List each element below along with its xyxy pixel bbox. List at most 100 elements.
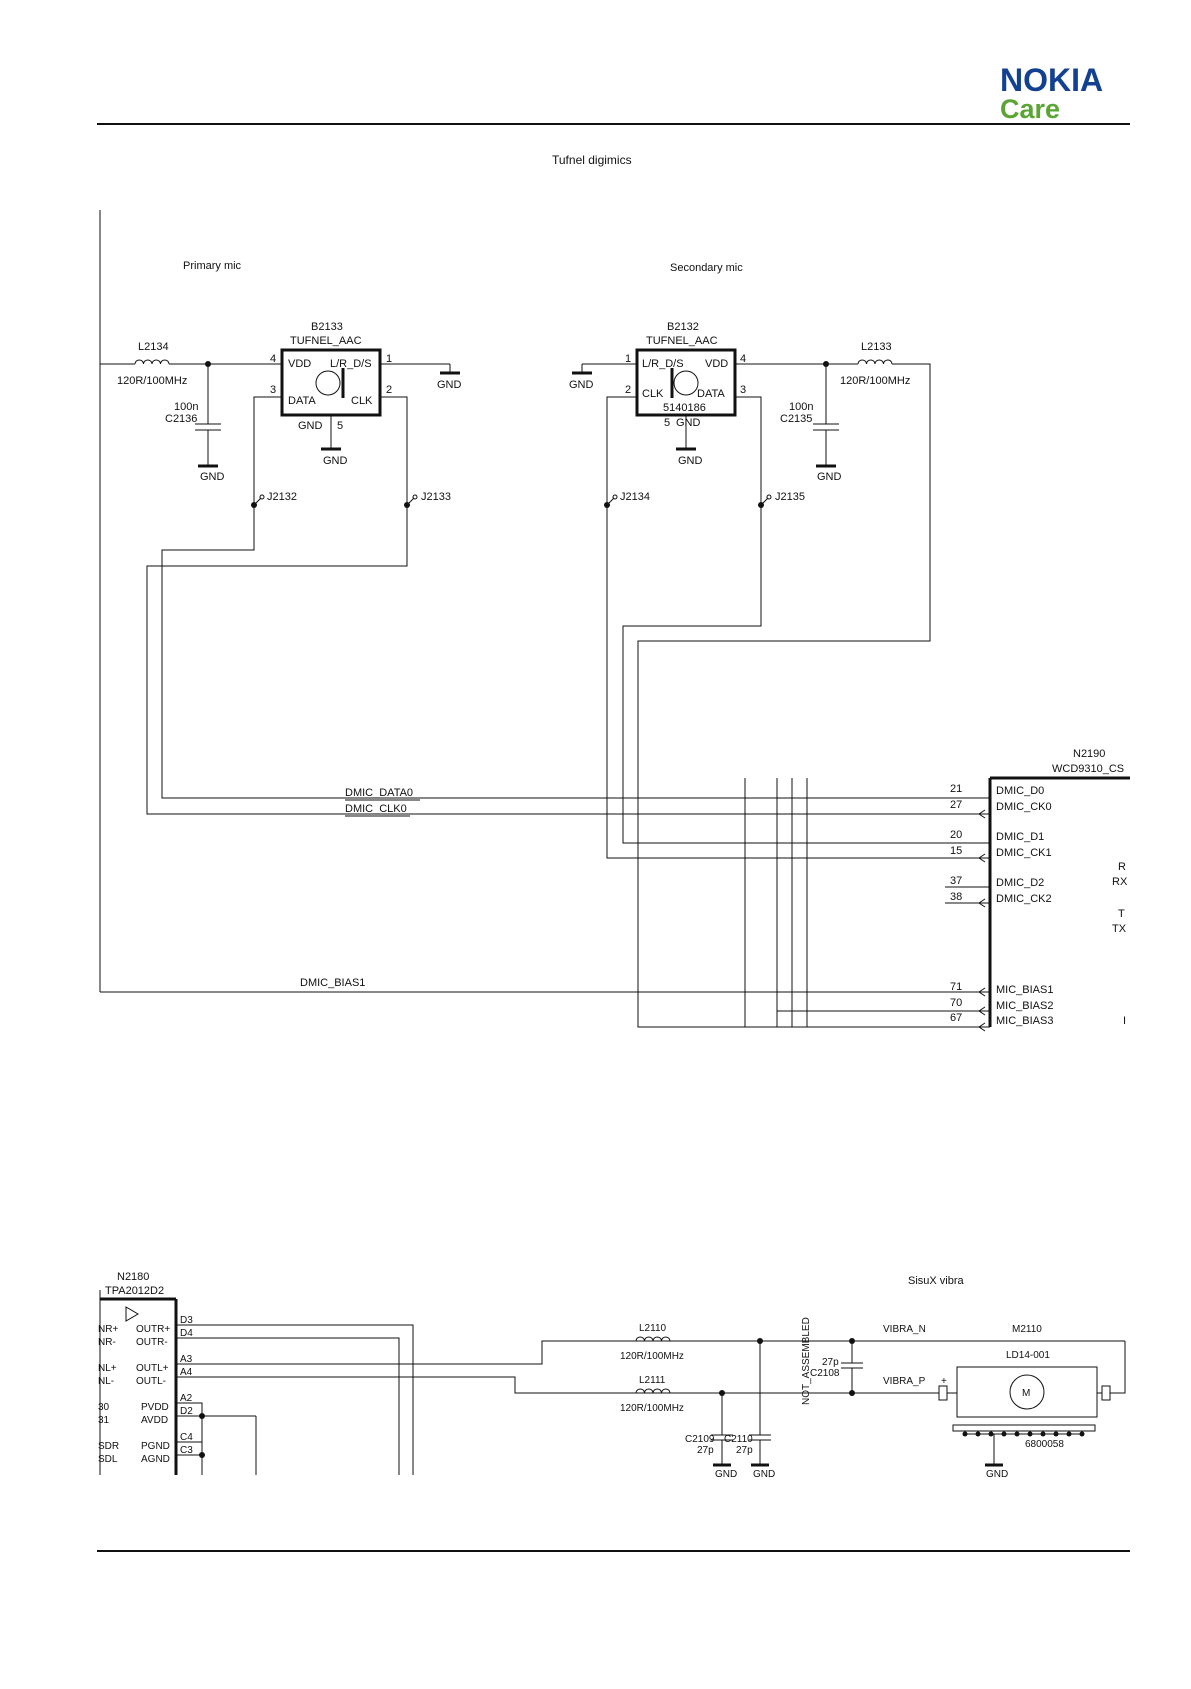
testpoint-j2132: J2132 xyxy=(267,491,297,503)
svg-text:20: 20 xyxy=(950,829,962,841)
svg-text:38: 38 xyxy=(950,891,962,903)
ic-b2132: B2132 TUFNEL_AAC L/R_D/S VDD CLK DATA 51… xyxy=(625,321,746,429)
svg-text:15: 15 xyxy=(950,845,962,857)
c2109-value: 27p xyxy=(697,1445,714,1456)
b2133-pin-lr: L/R_D/S xyxy=(330,358,372,370)
svg-text:NR+: NR+ xyxy=(98,1324,118,1335)
svg-text:MIC_BIAS3: MIC_BIAS3 xyxy=(996,1015,1053,1027)
svg-text:NR-: NR- xyxy=(98,1337,116,1348)
svg-text:2: 2 xyxy=(625,384,631,396)
mic-element-icon xyxy=(315,370,341,396)
b2132-pin-lr: L/R_D/S xyxy=(642,358,684,370)
capacitor-c2110: C2110 27p GND xyxy=(724,1341,775,1480)
svg-text:MIC_BIAS2: MIC_BIAS2 xyxy=(996,1000,1053,1012)
capacitor-c2108: 27p C2108 NOT_ASSEMBLED xyxy=(801,1317,863,1405)
svg-text:3: 3 xyxy=(270,384,276,396)
testpoint-j2135: J2135 xyxy=(775,491,805,503)
vibra-motor-m2110: M2110 LD14-001 M + 6800058 GND xyxy=(938,1324,1126,1480)
svg-text:D4: D4 xyxy=(180,1328,193,1339)
svg-text:PGND: PGND xyxy=(141,1441,170,1452)
ground-symbol: GND xyxy=(198,464,225,483)
testpoint-j2134: J2134 xyxy=(620,491,650,503)
svg-text:AVDD: AVDD xyxy=(141,1415,168,1426)
b2132-pin-data: DATA xyxy=(697,388,725,400)
nokia-care-logo: NOKIA Care xyxy=(1000,62,1103,124)
svg-text:SDR: SDR xyxy=(98,1441,119,1452)
svg-text:GND: GND xyxy=(569,379,594,391)
logo-sub: Care xyxy=(1000,94,1060,124)
svg-text:TX: TX xyxy=(1112,923,1127,935)
svg-text:5: 5 xyxy=(337,420,343,432)
ic-n2180: N2180 TPA2012D2 NR+ NR- NL+ NL- 30 31 SD… xyxy=(98,1271,193,1475)
c2109-ref: C2109 xyxy=(685,1434,715,1445)
l2110-ref: L2110 xyxy=(639,1323,667,1334)
svg-text:GND: GND xyxy=(323,455,348,467)
m2110-code: 6800058 xyxy=(1025,1439,1064,1450)
section-secondary-mic: Secondary mic xyxy=(670,262,743,274)
ic-b2133: B2133 TUFNEL_AAC VDD L/R_D/S DATA CLK 4 … xyxy=(270,321,392,432)
svg-text:A4: A4 xyxy=(180,1367,193,1378)
svg-text:DMIC_D1: DMIC_D1 xyxy=(996,831,1044,843)
svg-text:3: 3 xyxy=(740,384,746,396)
svg-text:71: 71 xyxy=(950,981,962,993)
l2111-value: 120R/100MHz xyxy=(620,1403,684,1414)
svg-text:2: 2 xyxy=(386,384,392,396)
b2132-ref: B2132 xyxy=(667,321,699,333)
b2132-pin-vdd: VDD xyxy=(705,358,728,370)
mic-element-icon xyxy=(673,370,699,396)
svg-text:GND: GND xyxy=(753,1469,775,1480)
svg-text:+: + xyxy=(941,1376,947,1387)
capacitor-c2135: 100n C2135 xyxy=(780,364,839,465)
svg-text:70: 70 xyxy=(950,997,962,1009)
svg-text:C4: C4 xyxy=(180,1432,193,1443)
l2133-ref: L2133 xyxy=(861,341,892,353)
section-vibra: SisuX vibra xyxy=(908,1275,965,1287)
svg-text:D2: D2 xyxy=(180,1406,193,1417)
logo-brand: NOKIA xyxy=(1000,62,1103,98)
svg-text:4: 4 xyxy=(270,353,276,365)
c2110-value: 27p xyxy=(736,1445,753,1456)
c2108-value: 27p xyxy=(822,1357,839,1368)
svg-text:SDL: SDL xyxy=(98,1454,118,1465)
amplifier-icon xyxy=(125,1306,139,1322)
svg-text:RX: RX xyxy=(1112,876,1128,888)
c2136-value: 100n xyxy=(174,401,198,413)
svg-text:5: 5 xyxy=(664,417,670,429)
m2110-type: LD14-001 xyxy=(1006,1350,1050,1361)
svg-text:31: 31 xyxy=(98,1415,110,1426)
svg-text:DMIC_D0: DMIC_D0 xyxy=(996,785,1044,797)
svg-text:OUTL+: OUTL+ xyxy=(136,1363,169,1374)
svg-text:D3: D3 xyxy=(180,1315,193,1326)
svg-text:OUTR+: OUTR+ xyxy=(136,1324,170,1335)
svg-text:DMIC_CK2: DMIC_CK2 xyxy=(996,893,1052,905)
svg-text:27: 27 xyxy=(950,799,962,811)
net-dmic-bias1: DMIC_BIAS1 xyxy=(300,977,365,989)
l2133-value: 120R/100MHz xyxy=(840,375,910,387)
svg-text:GND: GND xyxy=(676,417,701,429)
testpoint-j2133: J2133 xyxy=(421,491,451,503)
b2132-pin-clk: CLK xyxy=(642,388,664,400)
l2134-ref: L2134 xyxy=(138,341,169,353)
svg-text:A3: A3 xyxy=(180,1354,193,1365)
b2133-pin-vdd: VDD xyxy=(288,358,311,370)
svg-text:PVDD: PVDD xyxy=(141,1402,169,1413)
svg-text:OUTR-: OUTR- xyxy=(136,1337,168,1348)
c2110-ref: C2110 xyxy=(724,1434,753,1445)
m2110-ref: M2110 xyxy=(1012,1324,1042,1335)
svg-text:NL+: NL+ xyxy=(98,1363,117,1374)
b2133-ref: B2133 xyxy=(311,321,343,333)
svg-text:GND: GND xyxy=(437,379,462,391)
svg-text:GND: GND xyxy=(715,1469,737,1480)
svg-text:67: 67 xyxy=(950,1012,962,1024)
n2180-type: TPA2012D2 xyxy=(105,1285,164,1297)
svg-text:21: 21 xyxy=(950,783,962,795)
inductor-l2111: L2111 120R/100MHz xyxy=(620,1375,684,1414)
net-dmic-clk0: DMIC_CLK0 xyxy=(345,803,407,815)
c2135-ref: C2135 xyxy=(780,413,812,425)
l2110-value: 120R/100MHz xyxy=(620,1351,684,1362)
b2133-pin-clk: CLK xyxy=(351,395,373,407)
svg-text:DMIC_D2: DMIC_D2 xyxy=(996,877,1044,889)
svg-text:DMIC_CK0: DMIC_CK0 xyxy=(996,801,1052,813)
c2108-ref: C2108 xyxy=(810,1368,840,1379)
